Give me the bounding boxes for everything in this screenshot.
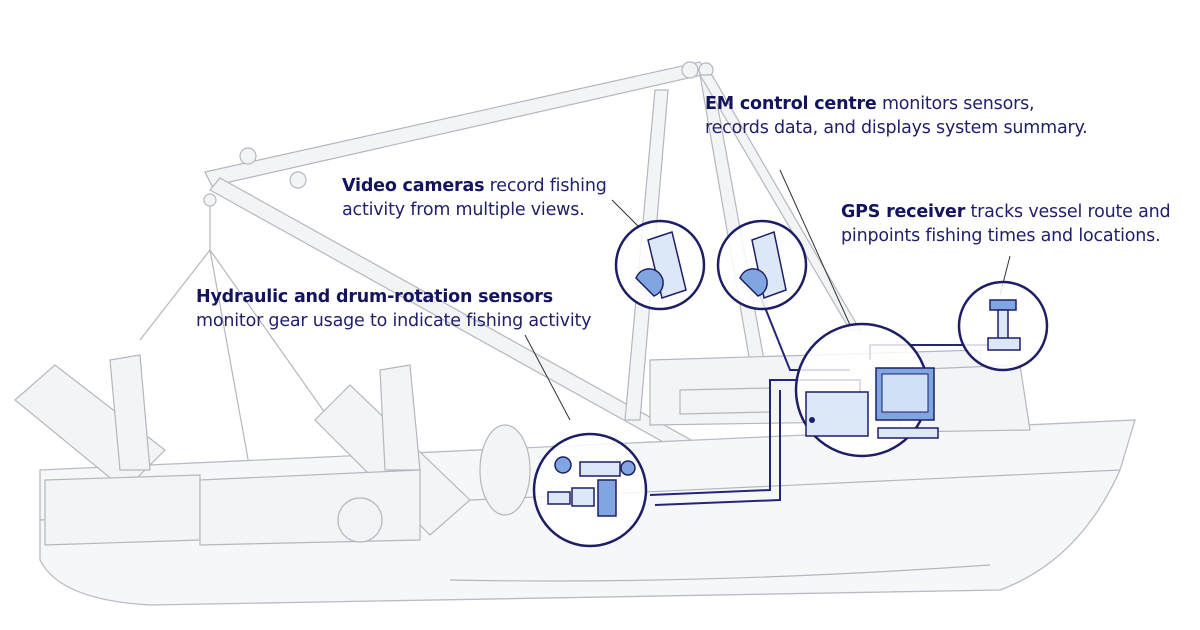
video-camera-1 [614, 219, 706, 311]
leader-sensors [524, 334, 571, 421]
caption-hydraulic-sensors: Hydraulic and drum-rotation sensors moni… [196, 285, 592, 333]
caption-text: activity from multiple views. [342, 200, 585, 220]
caption-title: Video cameras [342, 176, 485, 196]
leader-cameras [611, 199, 641, 229]
caption-text: record fishing [484, 176, 607, 196]
caption-title: GPS receiver [841, 202, 966, 222]
caption-text: records data, and displays system summar… [705, 118, 1088, 138]
caption-text: monitors sensors, [876, 94, 1035, 114]
em-control-centre [794, 322, 939, 458]
caption-text: monitor gear usage to indicate fishing a… [196, 311, 592, 331]
stern-gear [14, 354, 531, 546]
caption-title: EM control centre [705, 94, 877, 114]
caption-text: pinpoints fishing times and locations. [841, 226, 1161, 246]
video-camera-2 [716, 219, 808, 311]
caption-gps-receiver: GPS receiver tracks vessel route and pin… [841, 200, 1171, 248]
boom-rigging [139, 61, 862, 471]
leader-em [779, 169, 851, 326]
caption-text: tracks vessel route and [965, 202, 1171, 222]
caption-video-cameras: Video cameras record fishing activity fr… [342, 174, 607, 222]
gps-receiver [957, 280, 1049, 372]
caption-em-control-centre: EM control centre monitors sensors, reco… [705, 92, 1088, 140]
hydraulic-drum-sensors [532, 432, 648, 548]
caption-title: Hydraulic and drum-rotation sensors [196, 287, 553, 307]
